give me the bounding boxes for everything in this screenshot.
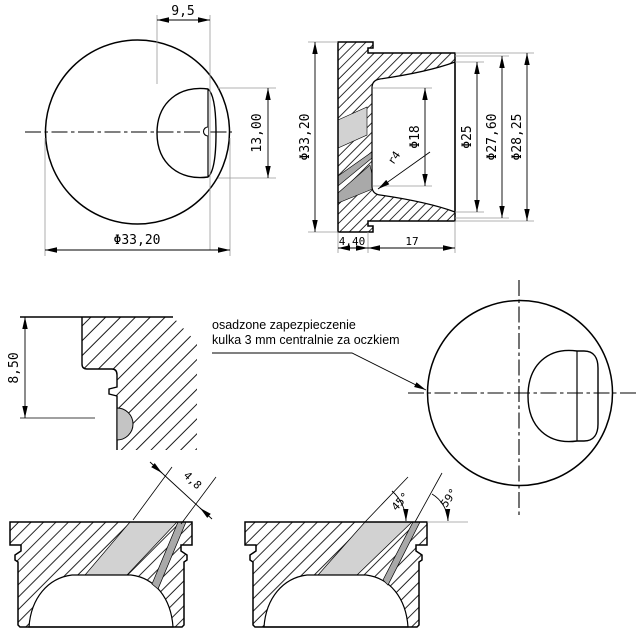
dim-text-body-length: 17 <box>405 235 418 248</box>
front-view: 9,5 13,00 Φ33,20 <box>25 4 276 256</box>
eye-opening-outline <box>156 87 217 179</box>
bl-outline <box>9 521 193 628</box>
leader-fillet-radius <box>377 151 431 190</box>
front-extension-lines <box>44 15 276 256</box>
bottom-right-section: 45° 59° <box>244 472 468 628</box>
dim-text-eye-width: 9,5 <box>171 4 194 19</box>
angle-45-line <box>364 476 409 523</box>
dim-text-eye-height: 13,00 <box>250 113 265 152</box>
dim-text-rim-dia: Φ28,25 <box>510 114 525 161</box>
br-dome-cavity <box>263 574 409 628</box>
note-text-line1: osadzone zapezpieczenie <box>212 318 356 332</box>
channel-width-arrow-1 <box>151 463 163 474</box>
note-text-line2: kulka 3 mm centralnie za oczkiem <box>212 333 400 347</box>
securing-ball-front <box>202 126 209 137</box>
section-view: Φ33,20 Φ18 Φ25 Φ27,60 Φ28,25 4,40 17 r4 <box>298 41 534 253</box>
angle-45-arc <box>391 490 409 522</box>
body-outline-circle-rear <box>426 299 614 487</box>
securing-ball-detail <box>116 407 134 441</box>
dim-text-mid-dia: Φ27,60 <box>485 114 500 161</box>
body-outline-circle <box>44 39 231 225</box>
angle-59-arc <box>431 493 451 522</box>
channel-width-arrow-2 <box>199 507 211 518</box>
dim-text-bore: Φ18 <box>408 125 423 148</box>
detail-view: 8,50 <box>7 316 197 450</box>
dim-text-detail-height: 8,50 <box>7 352 22 383</box>
note-leader-line <box>212 352 427 391</box>
bl-dome-cavity <box>28 574 174 628</box>
bottom-left-section: 4,8 <box>9 461 217 628</box>
eye-recess-outline <box>527 349 599 443</box>
channel-width-extension-lines <box>132 466 217 525</box>
eye-view: osadzone zapezpieczenie kulka 3 mm centr… <box>212 280 636 517</box>
dim-text-channel-width: 4,8 <box>181 469 204 492</box>
detail-hatch-area <box>82 317 197 450</box>
dim-text-flange-width: 4,40 <box>339 235 366 248</box>
dim-text-angle-59: 59° <box>438 486 460 510</box>
angle-59-line <box>414 472 443 523</box>
dim-text-front-diameter: Φ33,20 <box>114 233 161 248</box>
dim-text-section-diameter: Φ33,20 <box>298 114 313 161</box>
br-outline <box>244 521 428 628</box>
detail-profile <box>81 317 118 450</box>
dim-text-inner-dia: Φ25 <box>460 125 475 148</box>
